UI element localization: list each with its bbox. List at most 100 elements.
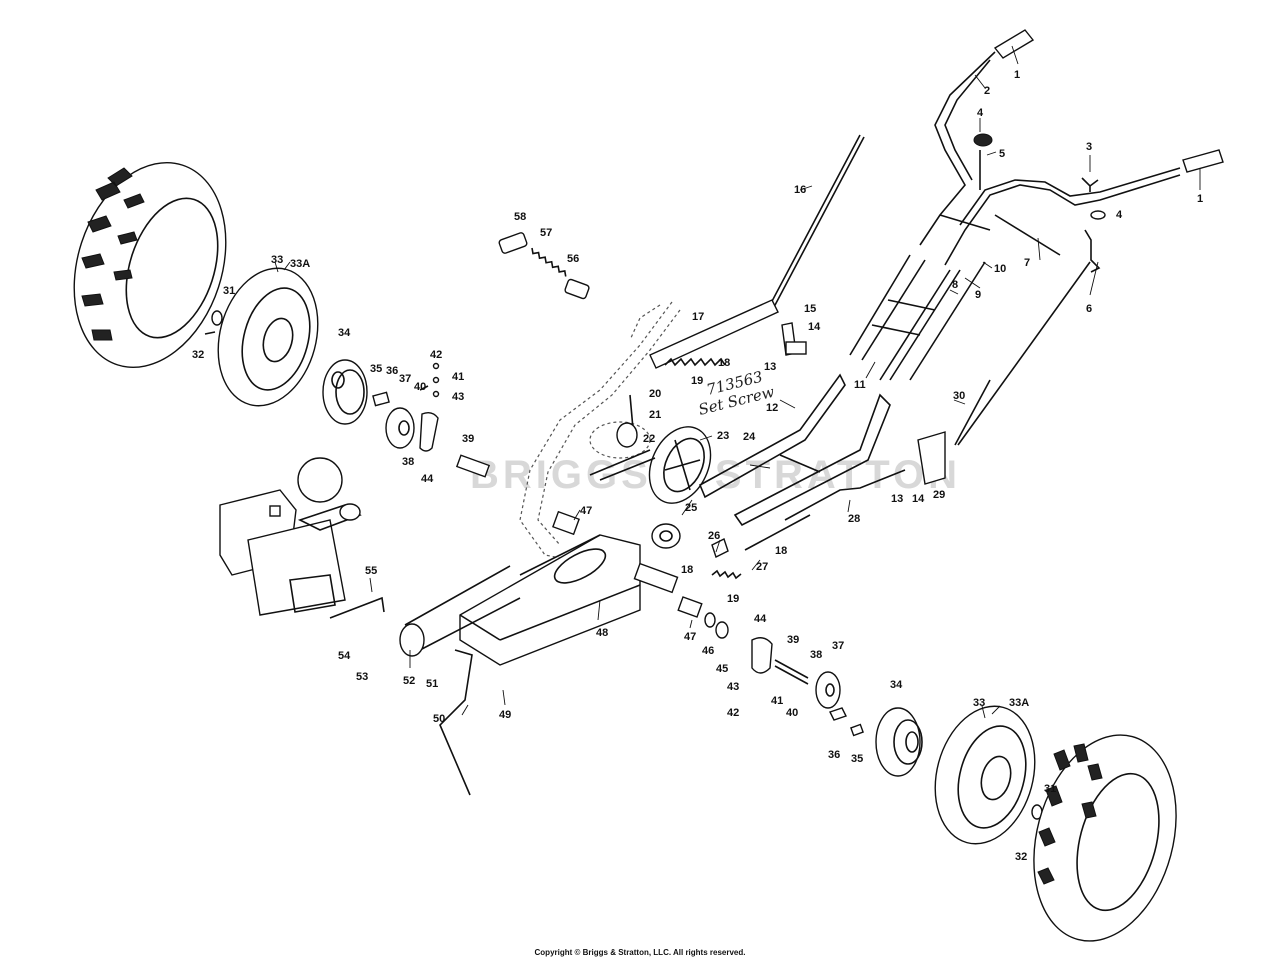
- callout-19: 19: [691, 375, 703, 387]
- callout-16: 16: [794, 184, 806, 196]
- handle-frame-lower: [849, 254, 1091, 446]
- callout-12: 12: [766, 402, 778, 414]
- right-hub-parts-35-38: [815, 671, 864, 737]
- callout-32: 32: [192, 349, 204, 361]
- pulley-23: [648, 426, 712, 504]
- callout-33a: 33A: [290, 258, 310, 270]
- callout-57: 57: [540, 227, 552, 239]
- callout-49: 49: [499, 709, 511, 721]
- callout-28: 28: [848, 513, 860, 525]
- callout-25: 25: [685, 502, 697, 514]
- callout-33: 33: [271, 254, 283, 266]
- callout-55: 55: [365, 565, 377, 577]
- tube-17: [649, 299, 779, 369]
- callout-40: 40: [414, 381, 426, 393]
- right-wheel-rim: [934, 705, 1036, 845]
- callout-labels: 1 1 2 3 4 4 5 6 7 8 9 10 11 12 13 13 14 …: [192, 69, 1203, 863]
- callout-30: 30: [953, 390, 965, 402]
- left-wheel-rim: [217, 267, 319, 407]
- spring-19b: [711, 569, 742, 580]
- callout-37: 37: [399, 373, 411, 385]
- right-tire: [1033, 734, 1177, 942]
- spring-57: [531, 247, 567, 277]
- callout-7: 7: [1024, 257, 1030, 269]
- callout-4: 4: [1116, 209, 1123, 221]
- left-bolt-32: [204, 331, 216, 335]
- callout-15: 15: [804, 303, 816, 315]
- watermark: BRIGGS & STRATTON: [470, 453, 961, 497]
- callout-39: 39: [462, 433, 474, 445]
- callout-2: 2: [984, 85, 990, 97]
- callout-35: 35: [851, 753, 863, 765]
- callout-39: 39: [787, 634, 799, 646]
- left-hub-34: [322, 359, 368, 425]
- callout-36: 36: [828, 749, 840, 761]
- rod-30: [954, 379, 991, 446]
- callout-26: 26: [708, 530, 720, 542]
- left-washer-31: [211, 310, 223, 326]
- right-axle-pin-39: [774, 659, 809, 685]
- callout-53: 53: [356, 671, 368, 683]
- callout-20: 20: [649, 388, 661, 400]
- callout-33: 33: [973, 697, 985, 709]
- callout-37: 37: [832, 640, 844, 652]
- callout-42: 42: [727, 707, 739, 719]
- callout-31: 31: [223, 285, 235, 297]
- callout-45: 45: [716, 663, 728, 675]
- callout-29: 29: [933, 489, 945, 501]
- pulley-25: [651, 523, 681, 549]
- callout-58: 58: [514, 211, 526, 223]
- callout-23: 23: [717, 430, 729, 442]
- leader-lines: [274, 45, 1201, 719]
- copyright-notice: Copyright © Briggs & Stratton, LLC. All …: [534, 948, 746, 957]
- callout-38: 38: [810, 649, 822, 661]
- frame-24: [698, 373, 891, 527]
- callout-44: 44: [754, 613, 767, 625]
- callout-1: 1: [1197, 193, 1203, 205]
- chassis-48: [459, 534, 641, 666]
- left-small-hardware-40-43: [419, 362, 440, 398]
- washers-45-46: [704, 612, 729, 639]
- left-hub-parts-35-38: [372, 391, 439, 452]
- bracket-29: [917, 431, 946, 485]
- brackets-13-15: [781, 322, 807, 356]
- sleeve-47: [552, 510, 703, 618]
- callout-18: 18: [718, 357, 730, 369]
- callout-43: 43: [727, 681, 739, 693]
- rod-28: [784, 469, 906, 521]
- callout-43: 43: [452, 391, 464, 403]
- callout-6: 6: [1086, 303, 1092, 315]
- callout-32: 32: [1015, 851, 1027, 863]
- callout-9: 9: [975, 289, 981, 301]
- callout-42: 42: [430, 349, 442, 361]
- callout-13: 13: [891, 493, 903, 505]
- left-tire: [73, 161, 227, 369]
- callout-22: 22: [643, 433, 655, 445]
- callout-35: 35: [370, 363, 382, 375]
- callout-5: 5: [999, 148, 1005, 160]
- callout-14: 14: [808, 321, 821, 333]
- bracket-58: [498, 232, 528, 254]
- callout-24: 24: [743, 431, 756, 443]
- callout-56: 56: [567, 253, 579, 265]
- callout-34: 34: [890, 679, 903, 691]
- callout-14: 14: [912, 493, 925, 505]
- callout-19: 19: [727, 593, 739, 605]
- callout-4: 4: [977, 107, 984, 119]
- callout-48: 48: [596, 627, 608, 639]
- callout-1: 1: [1014, 69, 1020, 81]
- callout-18: 18: [681, 564, 693, 576]
- callout-44: 44: [421, 473, 434, 485]
- callout-46: 46: [702, 645, 714, 657]
- callout-17: 17: [692, 311, 704, 323]
- callout-13: 13: [764, 361, 776, 373]
- bracket-56: [564, 278, 590, 300]
- callout-52: 52: [403, 675, 415, 687]
- left-axle-pin-39: [455, 454, 491, 478]
- callout-8: 8: [952, 279, 958, 291]
- callout-18: 18: [775, 545, 787, 557]
- callout-21: 21: [649, 409, 661, 421]
- callout-41: 41: [452, 371, 464, 383]
- spring-19: [664, 357, 726, 367]
